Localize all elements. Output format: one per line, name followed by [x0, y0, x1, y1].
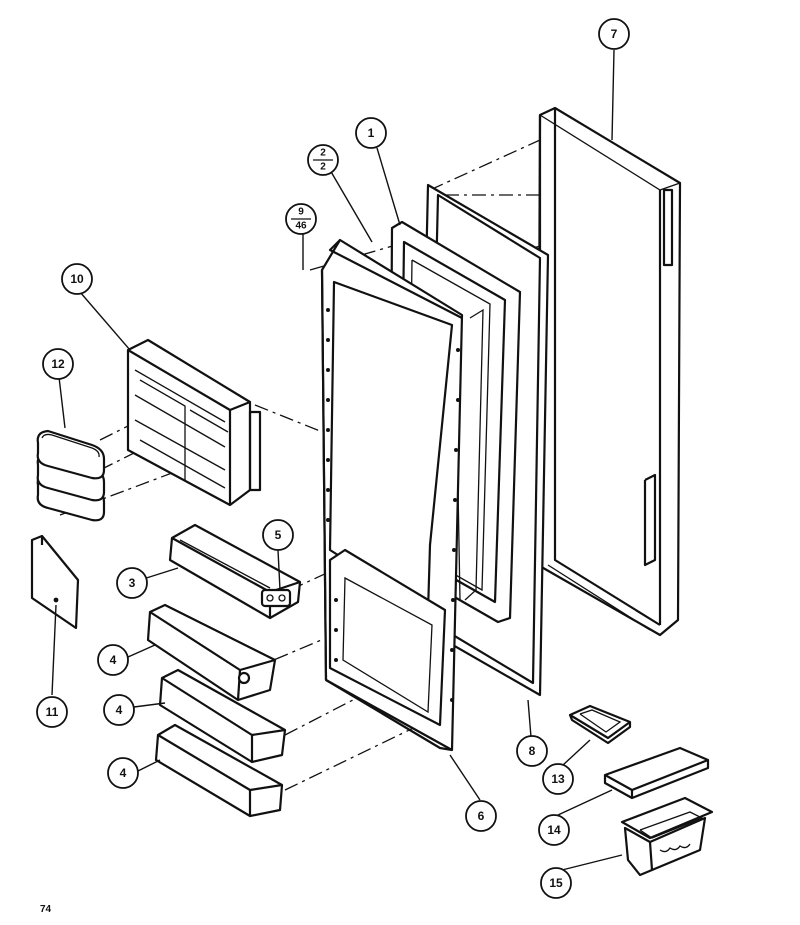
leader-lines [51, 49, 623, 871]
part-12-containers [36, 429, 106, 522]
callout-2: 2 2 [307, 144, 339, 176]
callout-2-top: 2 [320, 148, 326, 159]
part-15-ice-bucket [620, 796, 714, 877]
part-13-tray [568, 704, 632, 745]
callout-2-bottom: 2 [320, 162, 326, 173]
callout-9-top: 9 [298, 207, 304, 218]
callout-12-label: 12 [51, 357, 65, 371]
callout-4-middle: 4 [103, 694, 135, 726]
callout-12: 12 [42, 348, 74, 380]
callout-1: 1 [355, 117, 387, 149]
callout-14: 14 [538, 814, 570, 846]
callout-9-bottom: 46 [295, 221, 307, 232]
callout-14-label: 14 [547, 823, 561, 837]
part-10-shelf-rack [126, 338, 262, 507]
callout-1-label: 1 [368, 126, 375, 140]
liner-rivets [326, 308, 460, 702]
callout-8-label: 8 [529, 744, 536, 758]
callout-15: 15 [540, 867, 572, 899]
callout-3: 3 [116, 567, 148, 599]
callout-6-label: 6 [478, 809, 485, 823]
callout-6: 6 [465, 800, 497, 832]
callout-9-46: 9 46 [285, 203, 317, 235]
callout-5-label: 5 [275, 528, 282, 542]
callout-5: 5 [262, 519, 294, 551]
callout-3-label: 3 [129, 576, 136, 590]
part-14-lid [603, 746, 710, 800]
callout-13: 13 [542, 763, 574, 795]
callout-10-label: 10 [70, 272, 84, 286]
part-7-outer-door [536, 106, 682, 637]
callout-10: 10 [61, 263, 93, 295]
callout-15-label: 15 [549, 876, 563, 890]
callout-13-label: 13 [551, 772, 565, 786]
part-4-door-shelf-middle [158, 668, 287, 764]
callout-11-label: 11 [46, 705, 59, 719]
callout-7-label: 7 [611, 27, 618, 41]
callout-8: 8 [516, 735, 548, 767]
part-11-panel [30, 534, 80, 630]
callout-4-top-label: 4 [110, 653, 117, 667]
part-4-door-shelf-top [146, 603, 277, 702]
callout-11: 11 [36, 696, 68, 728]
callout-4-bottom: 4 [107, 757, 139, 789]
part-5-bin-clip [260, 588, 292, 608]
callout-4-middle-label: 4 [116, 703, 123, 717]
callout-4-top: 4 [97, 644, 129, 676]
part-4-door-shelf-bottom [154, 723, 284, 818]
part-6-door-liner [320, 238, 464, 752]
page-number: 74 [40, 904, 52, 915]
callout-7: 7 [598, 18, 630, 50]
callout-4-bottom-label: 4 [120, 766, 127, 780]
